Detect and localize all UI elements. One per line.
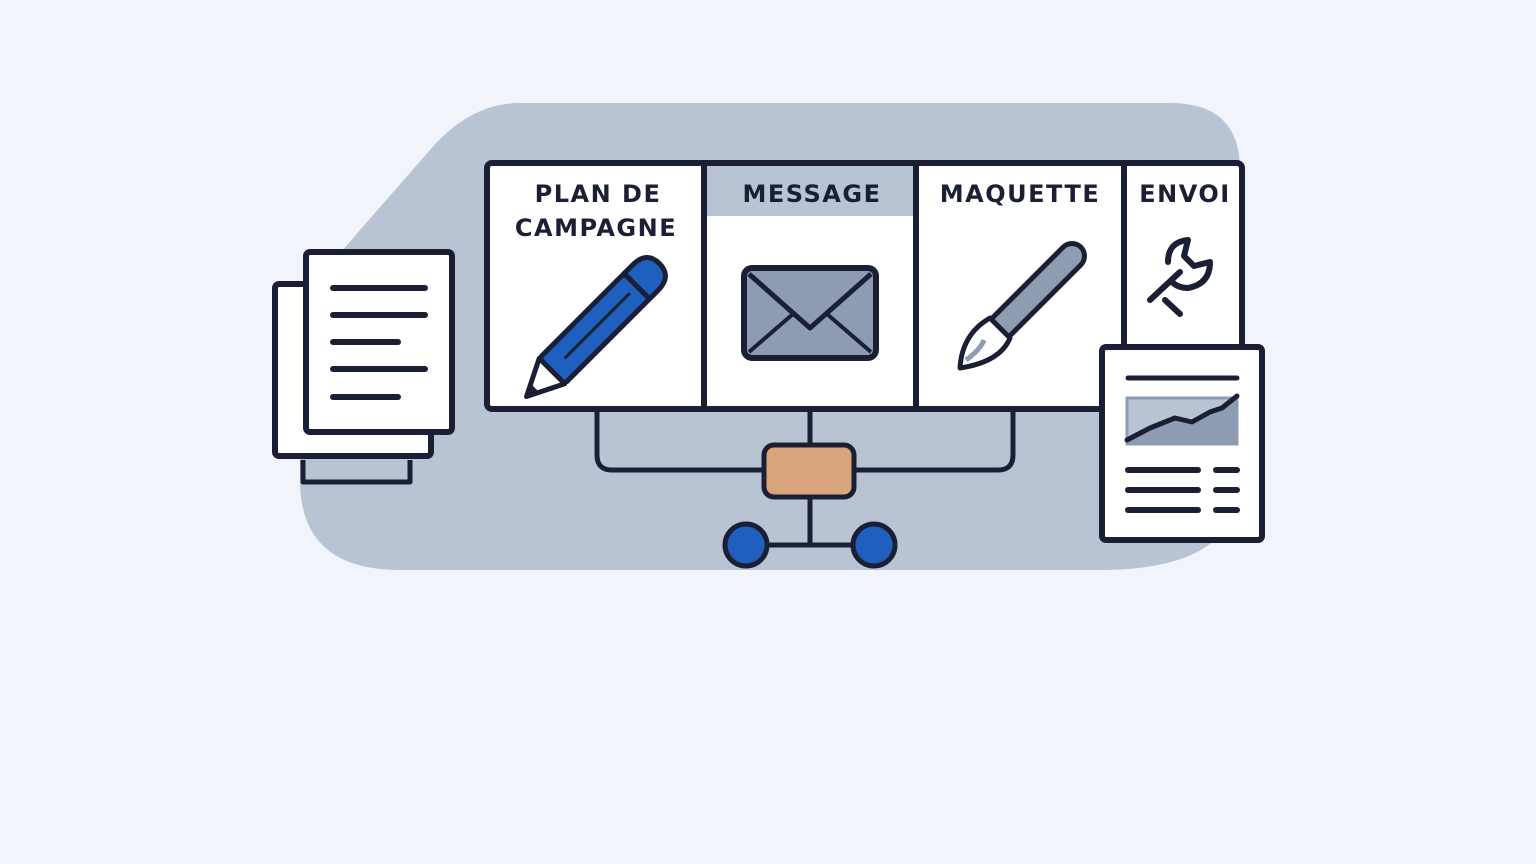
pencil-icon <box>524 255 668 399</box>
report-chart-icon <box>1099 344 1265 543</box>
column-plan-de-campagne: PLAN DE CAMPAGNE <box>515 180 677 399</box>
column-label: ENVOI <box>1139 180 1230 208</box>
message-header-highlight <box>706 166 914 216</box>
column-message: MESSAGE <box>741 180 882 361</box>
column-label-line2: CAMPAGNE <box>515 214 677 242</box>
wrench-icon <box>1147 237 1213 317</box>
column-label: MESSAGE <box>743 180 882 208</box>
paintbrush-icon <box>957 241 1087 371</box>
output-node-left <box>722 521 770 569</box>
column-maquette: MAQUETTE <box>940 180 1100 371</box>
column-label-line1: PLAN DE <box>535 180 662 208</box>
envelope-icon <box>741 265 879 361</box>
document-stack-icon <box>272 249 455 485</box>
column-envoi: ENVOI <box>1139 180 1230 317</box>
hub-node <box>761 442 857 500</box>
connector-lines <box>594 405 1016 548</box>
output-node-right <box>850 521 898 569</box>
column-label: MAQUETTE <box>940 180 1100 208</box>
